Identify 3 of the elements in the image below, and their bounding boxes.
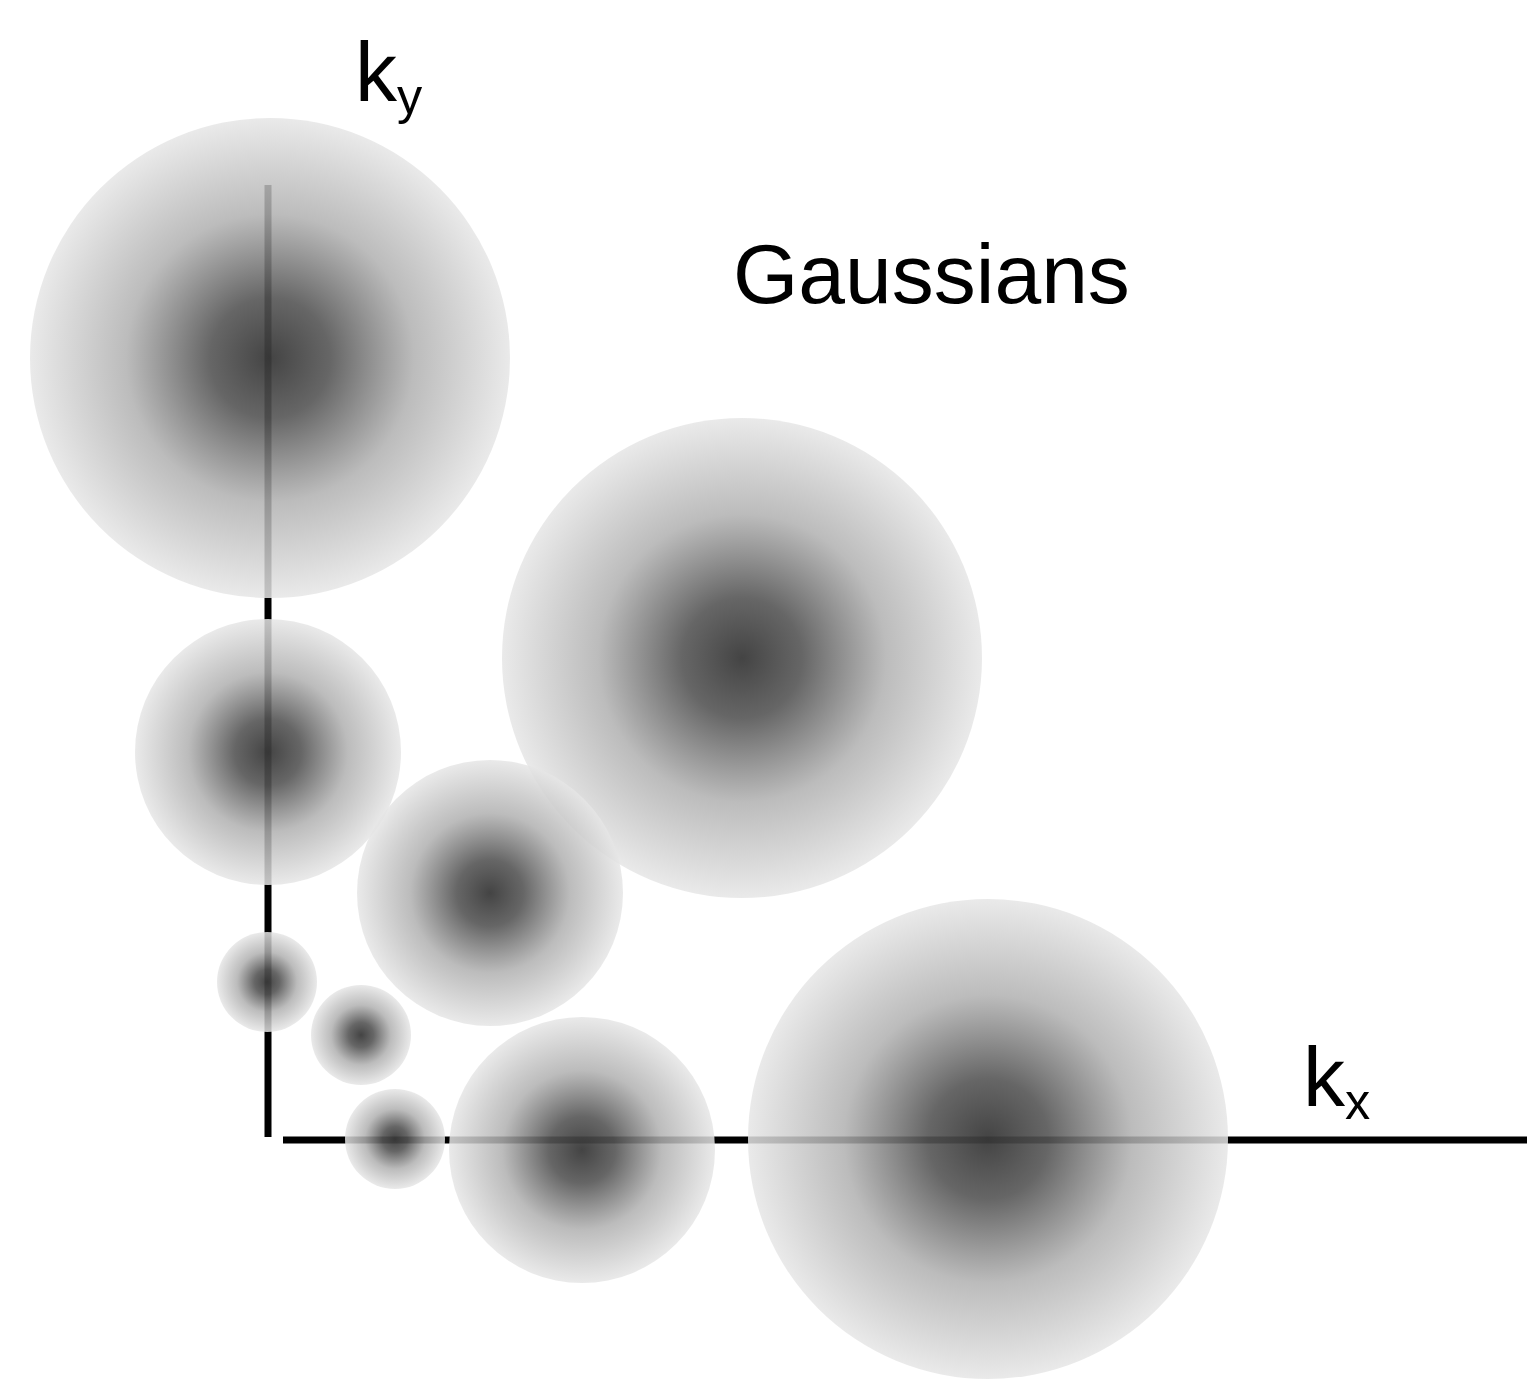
diagram-label: Gaussians	[733, 232, 1130, 316]
axis-label: k$_{x}$	[1303, 1035, 1371, 1127]
axis-label: k$_{y}$	[355, 30, 423, 122]
